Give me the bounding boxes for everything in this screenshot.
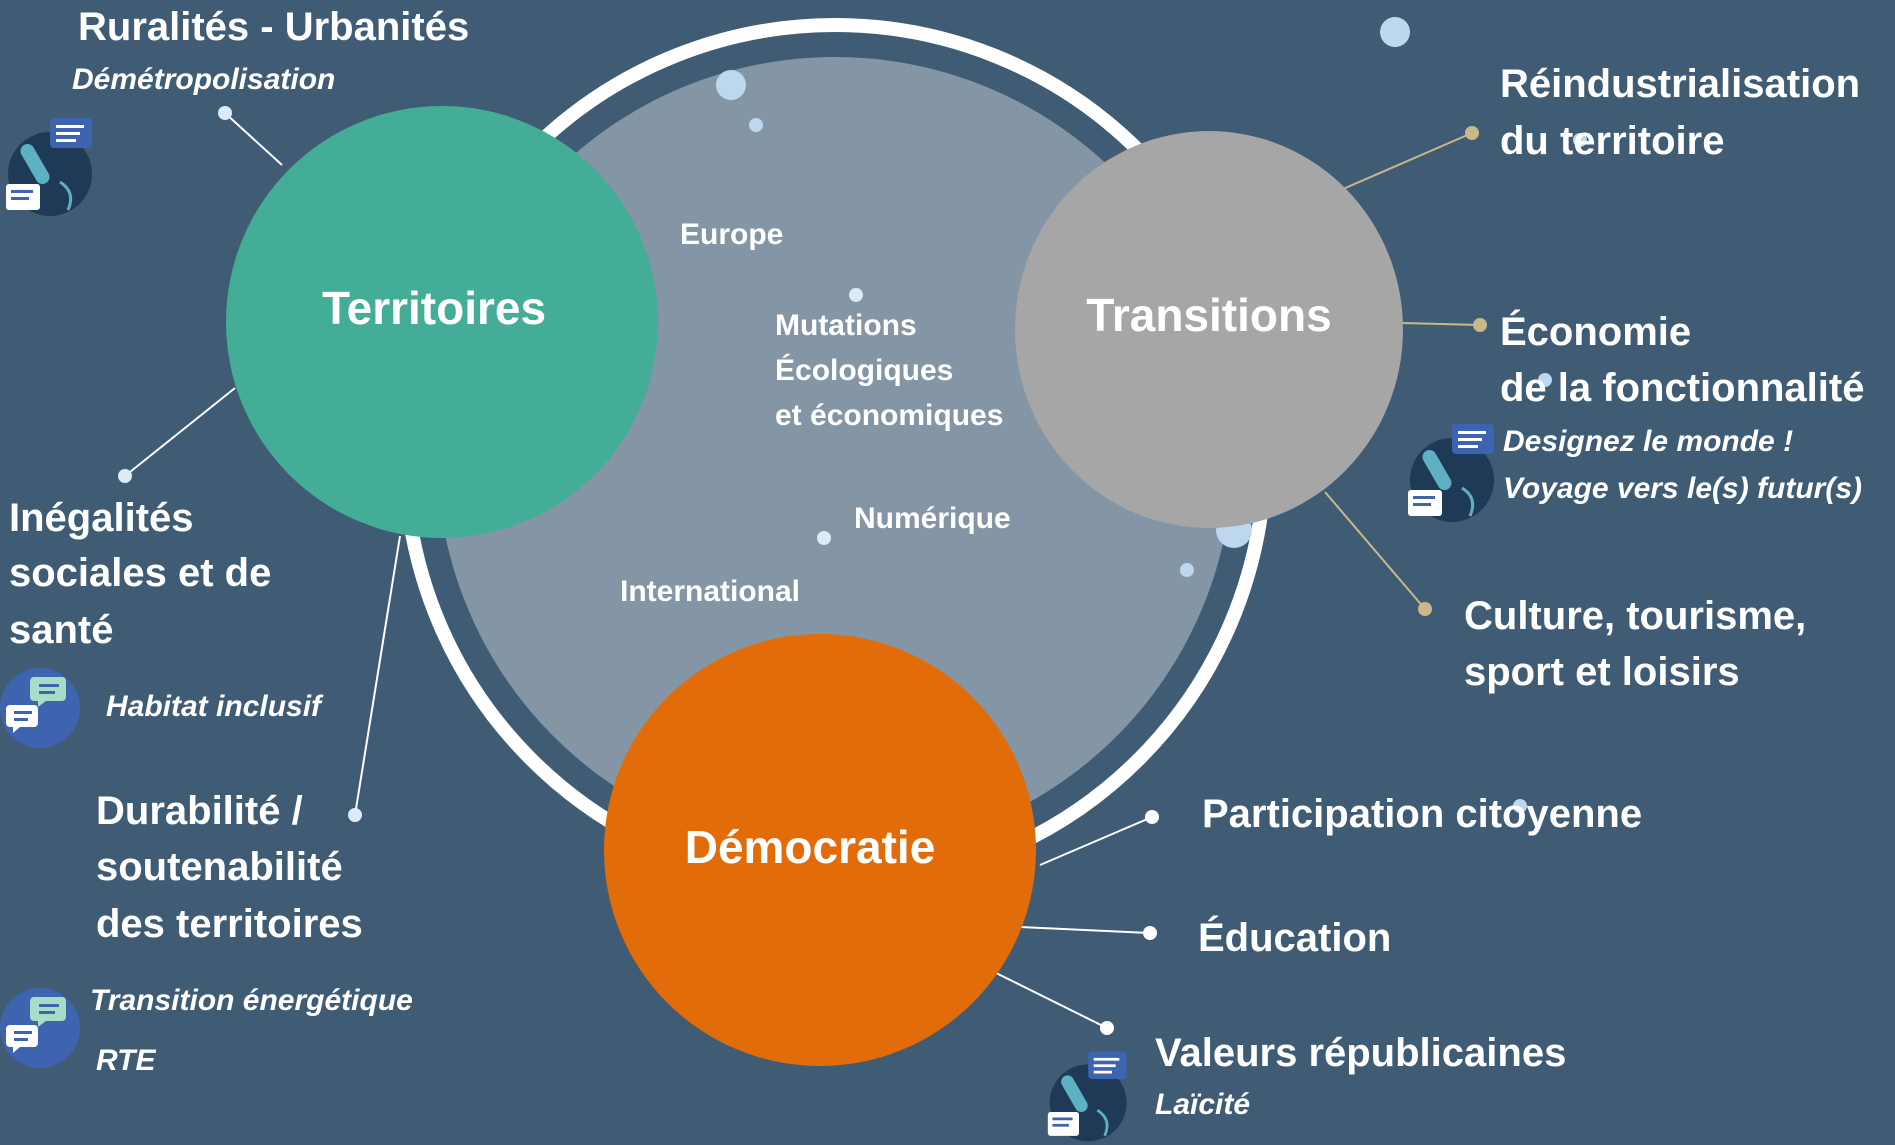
decor-dot	[1513, 799, 1527, 813]
durabilite-line3: des territoires	[96, 902, 363, 946]
durabilite-sub1: Transition énergétique	[90, 984, 413, 1017]
connector-durabilite	[354, 535, 401, 816]
participation-label: Participation citoyenne	[1202, 792, 1643, 836]
connector-inegalites	[124, 387, 236, 477]
connector-ruralites	[224, 112, 283, 166]
education-label: Éducation	[1198, 916, 1392, 960]
topic-europe: Europe	[680, 218, 784, 251]
valeurs-sub: Laïcité	[1155, 1088, 1251, 1121]
chat-bubbles-icon	[0, 668, 80, 748]
connector-participation	[1039, 816, 1153, 866]
valeurs-label: Valeurs républicaines	[1155, 1031, 1567, 1075]
decor-dot	[716, 70, 746, 100]
connector-dot	[1473, 318, 1487, 332]
culture-line2: sport et loisirs	[1464, 650, 1740, 694]
connector-dot	[1145, 810, 1159, 824]
chat-bubbles-icon	[0, 988, 80, 1068]
connector-dot	[1418, 602, 1432, 616]
ruralites-sub: Démétropolisation	[72, 63, 336, 96]
transitions-circle: Transitions	[1015, 131, 1403, 528]
economie-sub1: Designez le monde !	[1503, 425, 1794, 458]
territoires-circle: Territoires	[226, 106, 658, 538]
topic-ecologiques: Écologiques	[775, 354, 954, 387]
democratie-circle: Démocratie	[604, 634, 1036, 1066]
topic-numerique: Numérique	[854, 502, 1011, 535]
podcast-icon	[1047, 1051, 1127, 1142]
connector-valeurs	[989, 969, 1108, 1029]
decor-dot	[1180, 563, 1194, 577]
connector-dot	[118, 469, 132, 483]
decor-dot	[749, 118, 763, 132]
connector-culture	[1324, 491, 1426, 610]
durabilite-line1: Durabilité /	[96, 789, 303, 833]
economie-sub2: Voyage vers le(s) futur(s)	[1503, 472, 1862, 505]
inegalites-line3: santé	[9, 608, 114, 652]
decor-dot	[817, 531, 831, 545]
topic-international: International	[620, 575, 801, 608]
reindus-line2: du territoire	[1500, 119, 1725, 163]
connector-dot	[218, 106, 232, 120]
durabilite-line2: soutenabilité	[96, 845, 343, 889]
connector-education	[1019, 926, 1151, 934]
economie-line1: Économie	[1500, 310, 1692, 354]
podcast-icon	[6, 118, 92, 216]
decor-dot	[1538, 373, 1552, 387]
territoires-title: Territoires	[321, 282, 547, 334]
connector-dot	[1100, 1021, 1114, 1035]
inegalites-line2: sociales et de	[9, 551, 272, 595]
economie-line2: de la fonctionnalité	[1500, 366, 1865, 410]
podcast-icon	[1408, 424, 1494, 522]
topic-economiques: et économiques	[775, 399, 1004, 432]
culture-line1: Culture, tourisme,	[1464, 594, 1807, 638]
transitions-title: Transitions	[1086, 288, 1332, 341]
connector-dot	[348, 808, 362, 822]
connector-economie	[1401, 322, 1481, 326]
topic-mutations: Mutations	[775, 309, 917, 342]
decor-dot	[1573, 133, 1587, 147]
reindus-line1: Réindustrialisation	[1500, 62, 1861, 106]
decor-dot	[849, 288, 863, 302]
inegalites-line1: Inégalités	[9, 496, 194, 540]
democratie-title: Démocratie	[684, 821, 936, 873]
connector-dot	[1143, 926, 1157, 940]
durabilite-sub2: RTE	[96, 1044, 156, 1077]
inegalites-sub: Habitat inclusif	[106, 690, 322, 723]
connector-dot	[1465, 126, 1479, 140]
connector-reindus	[1342, 132, 1473, 190]
decor-dot	[1380, 17, 1410, 47]
ruralites-title: Ruralités - Urbanités	[78, 5, 470, 49]
